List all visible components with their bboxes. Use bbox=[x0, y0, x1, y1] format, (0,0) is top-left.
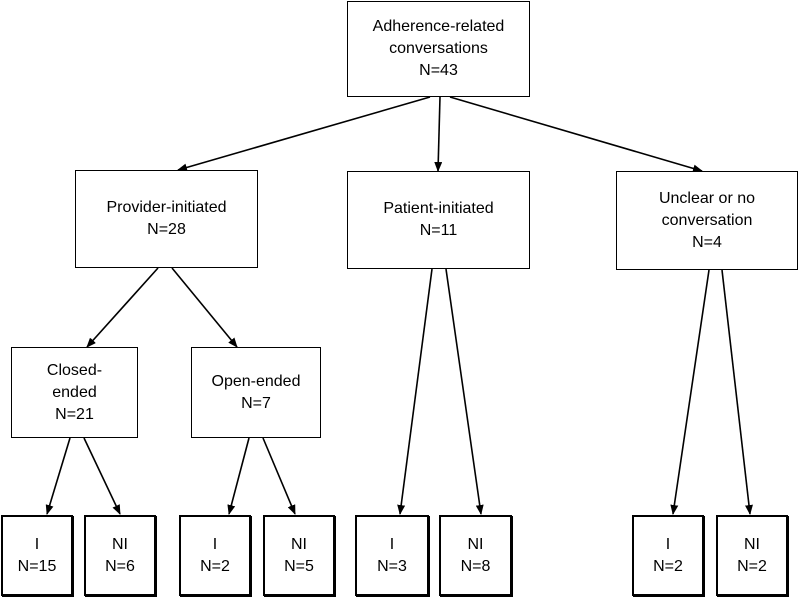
node-unclear-line-1: Unclear or no bbox=[658, 189, 756, 207]
node-patient-label: Patient-initiated bbox=[383, 200, 494, 217]
node-unclear-count: N=4 bbox=[692, 233, 722, 251]
leaf-patient-i-label: I bbox=[389, 535, 395, 553]
arrow-closed-to-ni bbox=[83, 437, 121, 515]
node-provider-count: N=28 bbox=[147, 221, 186, 238]
leaf-patient-ni: NI N=8 bbox=[439, 515, 512, 596]
arrow-provider-to-open bbox=[171, 267, 238, 348]
node-provider-label: Provider-initiated bbox=[106, 199, 227, 216]
leaf-closed-i-count: N=15 bbox=[17, 557, 57, 575]
node-root-line-2: conversations bbox=[389, 40, 488, 57]
leaf-patient-i-count: N=3 bbox=[377, 557, 407, 575]
leaf-closed-ni-count: N=6 bbox=[105, 557, 135, 575]
node-closed-line-1: Closed- bbox=[46, 361, 103, 379]
leaf-open-ni-label: NI bbox=[291, 535, 307, 553]
node-closed-count: N=21 bbox=[55, 405, 94, 423]
leaf-unclear-ni-count: N=2 bbox=[737, 557, 767, 575]
node-patient-count: N=11 bbox=[419, 222, 458, 239]
node-unclear: Unclear or no conversation N=4 bbox=[616, 171, 798, 270]
leaf-unclear-i: I N=2 bbox=[632, 515, 704, 596]
leaf-open-i-label: I bbox=[212, 535, 218, 553]
arrow-unclear-to-i bbox=[670, 269, 710, 515]
node-root-line-1: Adherence-related bbox=[372, 18, 505, 35]
arrow-provider-to-closed bbox=[86, 267, 159, 348]
leaf-unclear-ni-label: NI bbox=[744, 535, 760, 553]
arrow-unclear-to-ni bbox=[721, 269, 753, 515]
arrow-patient-to-ni bbox=[445, 268, 484, 515]
node-patient-initiated: Patient-initiated N=11 bbox=[347, 171, 530, 269]
leaf-patient-ni-count: N=8 bbox=[460, 557, 491, 575]
arrow-patient-to-i bbox=[397, 268, 433, 515]
arrow-open-to-ni bbox=[262, 437, 296, 515]
arrow-closed-to-i bbox=[45, 437, 71, 515]
leaf-patient-i: I N=3 bbox=[355, 515, 429, 596]
node-open-count: N=7 bbox=[241, 394, 271, 412]
leaf-open-ni-count: N=5 bbox=[284, 557, 314, 575]
node-open-label: Open-ended bbox=[211, 372, 301, 390]
leaf-unclear-i-count: N=2 bbox=[653, 557, 683, 575]
leaf-open-i-count: N=2 bbox=[200, 557, 230, 575]
node-closed-line-2: ended bbox=[52, 383, 97, 401]
arrow-open-to-i bbox=[227, 437, 250, 515]
node-provider-initiated: Provider-initiated N=28 bbox=[75, 170, 258, 268]
leaf-closed-i: I N=15 bbox=[1, 515, 73, 596]
leaf-closed-ni-label: NI bbox=[112, 535, 128, 553]
node-root-count: N=43 bbox=[419, 62, 458, 79]
leaf-closed-i-label: I bbox=[34, 535, 40, 553]
leaf-open-i: I N=2 bbox=[179, 515, 251, 596]
leaf-unclear-ni: NI N=2 bbox=[716, 515, 788, 596]
leaf-open-ni: NI N=5 bbox=[263, 515, 335, 596]
arrow-root-to-patient bbox=[434, 96, 443, 172]
leaf-closed-ni: NI N=6 bbox=[84, 515, 156, 596]
leaf-unclear-i-label: I bbox=[665, 535, 671, 553]
node-unclear-line-2: conversation bbox=[661, 211, 753, 229]
arrow-root-to-unclear bbox=[449, 96, 703, 173]
arrow-root-to-provider bbox=[177, 96, 431, 172]
node-open-ended: Open-ended N=7 bbox=[191, 347, 321, 438]
node-root: Adherence-related conversations N=43 bbox=[347, 1, 530, 97]
leaf-patient-ni-label: NI bbox=[467, 535, 484, 553]
node-closed-ended: Closed- ended N=21 bbox=[11, 347, 138, 438]
